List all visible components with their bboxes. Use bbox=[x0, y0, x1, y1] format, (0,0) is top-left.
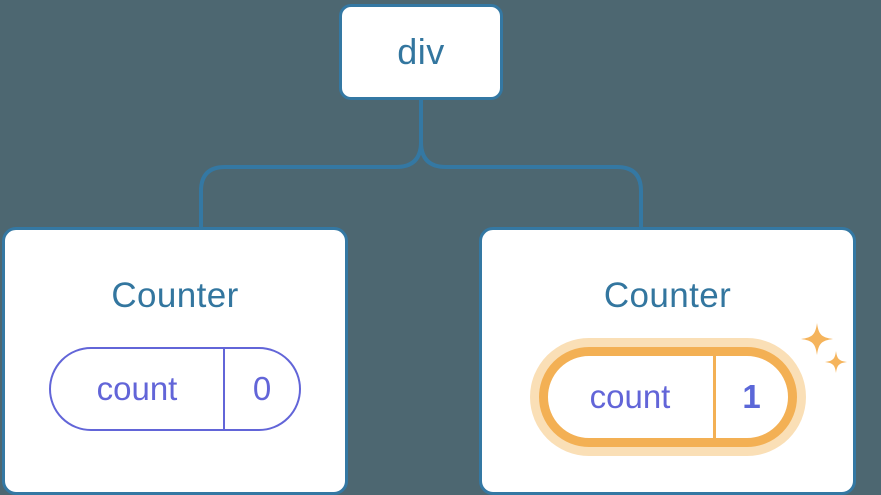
state-pill-key: count bbox=[51, 349, 225, 429]
state-pill-value: 0 bbox=[252, 370, 272, 407]
node-div-label: div bbox=[397, 31, 445, 72]
counter-card-left[interactable]: Counter count 0 bbox=[2, 227, 348, 495]
state-pill[interactable]: count 0 bbox=[49, 347, 301, 431]
state-pill-key: count bbox=[548, 356, 716, 438]
state-pill-wrapper: count 0 bbox=[49, 347, 301, 431]
sparkle-icon bbox=[800, 323, 833, 355]
counter-card-title: Counter bbox=[603, 276, 732, 315]
sparkle-group bbox=[800, 323, 847, 373]
sparkle-small-icon bbox=[824, 351, 847, 373]
state-pill-value: 1 bbox=[742, 378, 761, 415]
counter-card-title: Counter bbox=[111, 276, 239, 315]
state-pill-highlighted[interactable]: count 1 bbox=[538, 347, 797, 447]
state-pill-wrapper-highlighted: count 1 bbox=[538, 323, 847, 447]
counter-card-right[interactable]: Counter count 1 bbox=[479, 227, 856, 495]
node-div[interactable]: div bbox=[339, 4, 503, 100]
